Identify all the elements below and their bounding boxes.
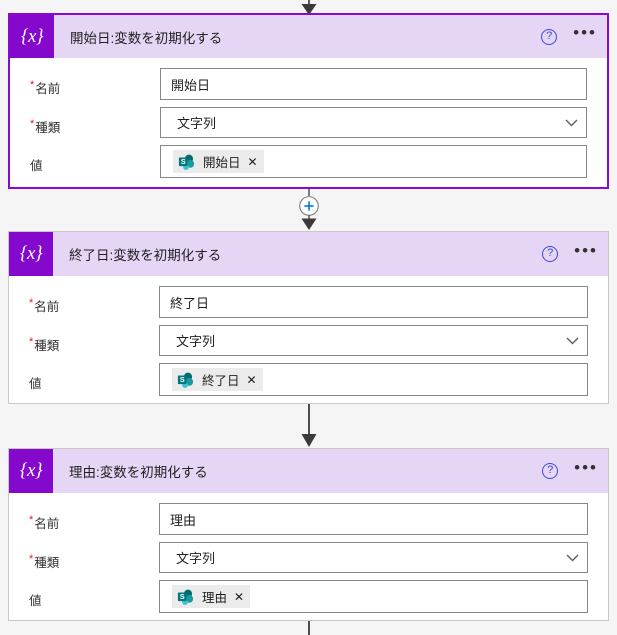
required-marker: * <box>30 117 35 130</box>
variable-type-select-value[interactable]: 文字列 <box>159 325 588 356</box>
more-options-ellipsis-icon[interactable]: ••• <box>573 23 597 42</box>
required-marker: * <box>29 296 34 309</box>
svg-text:S: S <box>180 591 185 600</box>
label-text: 種類 <box>35 121 61 135</box>
sharepoint-icon: S <box>177 589 194 605</box>
label-text: 値 <box>29 377 42 391</box>
variable-type-select-value[interactable]: 文字列 <box>159 542 588 573</box>
field-control-type: 文字列 <box>160 107 587 138</box>
sharepoint-icon: S <box>178 154 195 170</box>
card-body: *名前 *種類 文字列 <box>9 276 608 412</box>
token-remove-icon[interactable]: ✕ <box>246 372 257 387</box>
variable-braces-icon: {x} <box>10 15 54 58</box>
variable-type-select[interactable]: 文字列 <box>159 325 588 356</box>
action-card-end-date[interactable]: {x} 終了日:変数を初期化する ? ••• *名前 *種類 <box>8 231 609 404</box>
help-circle-icon[interactable]: ? <box>542 246 559 262</box>
add-step-connector <box>298 189 319 230</box>
dynamic-content-token[interactable]: S 開始日 ✕ <box>173 150 264 173</box>
field-label-value: 値 <box>29 363 159 392</box>
label-text: 値 <box>29 594 42 608</box>
field-row-name: *名前 <box>30 68 587 100</box>
label-text: 値 <box>30 159 43 173</box>
label-text: 名前 <box>34 517 60 531</box>
card-body: *名前 *種類 文字列 <box>9 493 608 629</box>
field-label-type: *種類 <box>30 107 160 136</box>
token-remove-icon[interactable]: ✕ <box>234 589 245 604</box>
card-header[interactable]: {x} 開始日:変数を初期化する ? ••• <box>10 15 607 58</box>
field-control-value: S 開始日 ✕ <box>160 145 587 178</box>
card-header-actions: ? ••• <box>542 232 598 276</box>
field-row-name: *名前 <box>29 286 588 318</box>
required-marker: * <box>29 335 34 348</box>
sharepoint-icon: S <box>177 372 194 388</box>
variable-value-input[interactable]: S 開始日 ✕ <box>160 145 587 178</box>
field-control-name <box>159 286 588 318</box>
label-text: 名前 <box>35 82 61 96</box>
field-control-type: 文字列 <box>159 542 588 573</box>
field-control-type: 文字列 <box>159 325 588 356</box>
required-marker: * <box>29 513 34 526</box>
field-control-name <box>159 503 588 535</box>
token-remove-icon[interactable]: ✕ <box>247 154 258 169</box>
variable-type-select[interactable]: 文字列 <box>159 542 588 573</box>
action-card-start-date[interactable]: {x} 開始日:変数を初期化する ? ••• *名前 *種類 <box>8 13 609 189</box>
field-row-type: *種類 文字列 <box>30 107 587 138</box>
more-options-ellipsis-icon[interactable]: ••• <box>574 457 598 477</box>
variable-braces-icon: {x} <box>9 232 53 276</box>
card-title: 開始日:変数を初期化する <box>70 30 223 46</box>
field-label-type: *種類 <box>29 325 159 354</box>
help-circle-icon[interactable]: ? <box>541 28 558 45</box>
variable-value-input[interactable]: S 理由 ✕ <box>159 580 588 613</box>
more-options-ellipsis-icon[interactable]: ••• <box>574 240 598 260</box>
variable-type-select-value[interactable]: 文字列 <box>160 107 587 138</box>
card-title: 終了日:変数を初期化する <box>69 248 222 263</box>
required-marker: * <box>29 552 34 565</box>
field-label-name: *名前 <box>29 286 159 315</box>
field-row-value: 値 S 開始日 ✕ <box>30 145 587 178</box>
card-header[interactable]: {x} 終了日:変数を初期化する ? ••• <box>9 232 608 276</box>
field-control-value: S 理由 ✕ <box>159 580 588 613</box>
variable-value-input[interactable]: S 終了日 ✕ <box>159 363 588 396</box>
svg-text:S: S <box>180 374 185 383</box>
token-label: 理由 <box>202 591 228 605</box>
variable-braces-icon: {x} <box>9 449 53 493</box>
field-control-value: S 終了日 ✕ <box>159 363 588 396</box>
svg-text:S: S <box>181 156 186 165</box>
label-text: 名前 <box>34 300 60 314</box>
field-label-type: *種類 <box>29 542 159 571</box>
card-header-actions: ? ••• <box>541 15 597 58</box>
variable-name-input[interactable] <box>159 503 588 535</box>
variable-name-input[interactable] <box>160 68 587 100</box>
add-step-plus-icon[interactable] <box>298 196 319 216</box>
label-text: 種類 <box>34 556 60 570</box>
field-label-name: *名前 <box>29 503 159 532</box>
field-row-value: 値 S 理由 ✕ <box>29 580 588 613</box>
token-label: 終了日 <box>202 374 240 388</box>
card-body: *名前 *種類 文字列 <box>10 58 607 194</box>
card-header-actions: ? ••• <box>542 449 598 493</box>
field-control-name <box>160 68 587 100</box>
label-text: 種類 <box>34 339 60 353</box>
action-card-reason[interactable]: {x} 理由:変数を初期化する ? ••• *名前 *種類 <box>8 448 609 621</box>
field-label-name: *名前 <box>30 68 160 97</box>
dynamic-content-token[interactable]: S 終了日 ✕ <box>172 368 263 391</box>
field-label-value: 値 <box>30 145 160 174</box>
variable-type-select[interactable]: 文字列 <box>160 107 587 138</box>
help-circle-icon[interactable]: ? <box>542 463 559 479</box>
card-title: 理由:変数を初期化する <box>69 465 208 480</box>
field-row-type: *種類 文字列 <box>29 542 588 573</box>
field-row-name: *名前 <box>29 503 588 535</box>
field-row-value: 値 S 終了日 ✕ <box>29 363 588 396</box>
field-label-value: 値 <box>29 580 159 609</box>
card-header[interactable]: {x} 理由:変数を初期化する ? ••• <box>9 449 608 493</box>
field-row-type: *種類 文字列 <box>29 325 588 356</box>
variable-name-input[interactable] <box>159 286 588 318</box>
token-label: 開始日 <box>203 156 241 170</box>
dynamic-content-token[interactable]: S 理由 ✕ <box>172 585 251 608</box>
required-marker: * <box>30 78 35 91</box>
connector-add-step-1 <box>0 189 617 231</box>
